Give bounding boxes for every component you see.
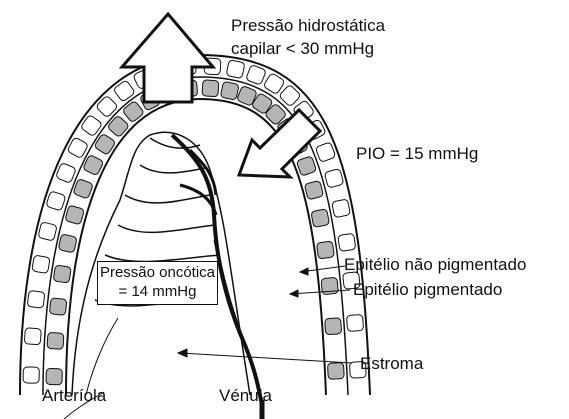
non-pigmented-cell — [324, 168, 344, 188]
capillary-loop — [125, 195, 210, 203]
hydrostatic-pressure-arrow — [122, 14, 213, 102]
iop-label: PIO = 15 mmHg — [356, 144, 478, 164]
oncotic-pressure-box: Pressão oncótica = 14 mmHg — [97, 261, 218, 305]
non-pigmented-cell — [246, 65, 267, 86]
pigmented-cell — [220, 81, 239, 100]
pigmented-cell — [46, 368, 62, 384]
pigmented-cell — [58, 234, 77, 253]
capillary-loop — [140, 165, 205, 173]
oncotic-label-line2: = 14 mmHg — [98, 283, 217, 300]
non-pigmented-cell — [226, 60, 245, 79]
pigmented-epithelium-label: Epitélio pigmentado — [353, 280, 502, 300]
non-pigmented-cell — [24, 328, 41, 345]
hydrostatic-label-line1: Pressão hidrostática — [231, 16, 385, 36]
non-pigmented-cell — [32, 255, 50, 273]
non-pigmented-cell — [315, 142, 336, 163]
arteriole-label: Arteríola — [42, 386, 106, 406]
pigmented-cell — [316, 241, 334, 259]
non-pigmented-cell — [332, 199, 351, 218]
pigmented-cell — [304, 180, 323, 199]
non-pigmented-cell — [347, 314, 364, 331]
pigmented-cell — [47, 332, 64, 349]
pigmented-cell — [49, 298, 67, 316]
pigmented-cell — [325, 318, 342, 335]
venule-branch — [215, 240, 245, 345]
pointer-head — [300, 268, 308, 275]
pigmented-cell — [73, 178, 94, 199]
hydrostatic-label-line2: capilar < 30 mmHg — [231, 39, 374, 59]
non-pigmented-cell — [46, 191, 66, 211]
non-pigmented-cell — [27, 290, 45, 308]
oncotic-label-line1: Pressão oncótica — [98, 264, 217, 281]
non-pigmented-epithelium-label: Epitélio não pigmentado — [344, 255, 526, 275]
stroma-label: Estroma — [360, 354, 423, 374]
pigmented-cell — [296, 156, 316, 176]
non-pigmented-cell — [23, 367, 39, 383]
pigmented-cell — [311, 209, 330, 228]
pigmented-cell — [65, 205, 85, 225]
pigmented-cell — [53, 265, 71, 283]
pointer-stroma — [180, 353, 352, 363]
arteriole-lines — [86, 318, 118, 395]
non-pigmented-cell — [338, 233, 356, 251]
non-pigmented-cell — [55, 162, 76, 183]
pointer-head — [178, 349, 187, 357]
pigmented-cell — [327, 363, 344, 380]
pigmented-cell — [202, 80, 219, 97]
pointer-head — [290, 290, 298, 297]
capillary-loop — [118, 225, 215, 232]
non-pigmented-cell — [38, 222, 57, 241]
venule-label: Vénula — [219, 386, 272, 406]
